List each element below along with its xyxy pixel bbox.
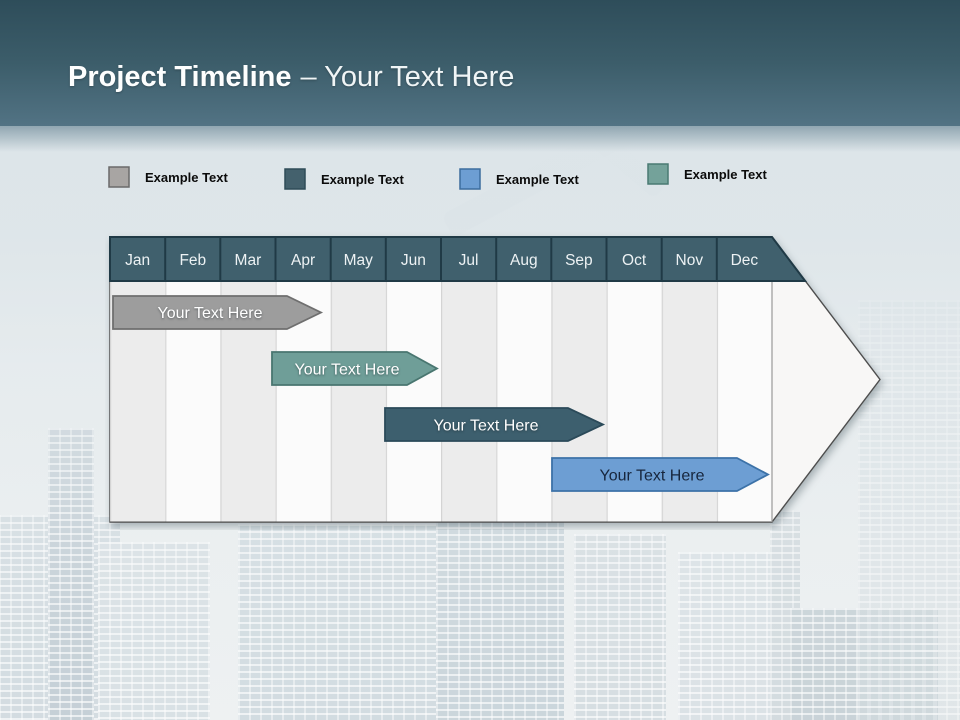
legend-item: Example Text (647, 163, 767, 185)
month-label: May (344, 252, 374, 269)
gantt-bar (271, 351, 439, 386)
gantt-bar-label: Your Text Here (295, 362, 400, 379)
month-label: Jan (125, 252, 150, 269)
month-header-grid (164, 237, 718, 281)
month-label: Jul (459, 252, 479, 269)
timeline-chart: Jan Feb Mar Apr May Jun Jul Aug Sep Oct … (109, 236, 881, 523)
legend-label: Example Text (496, 171, 579, 187)
gantt-bar (384, 407, 606, 442)
legend-item: Example Text (459, 168, 579, 190)
month-label: Feb (179, 252, 206, 269)
color-swatch-icon (647, 163, 669, 185)
header-band-fade (0, 126, 960, 152)
legend-item: Example Text (108, 166, 228, 188)
month-header-labels: Jan Feb Mar Apr May Jun Jul Aug Sep Oct … (125, 252, 758, 269)
title-bold: Project Timeline (68, 61, 292, 93)
gantt-bar-label: Your Text Here (600, 468, 705, 485)
title-regular: – Your Text Here (300, 61, 515, 93)
legend-label: Example Text (321, 171, 404, 187)
legend-label: Example Text (145, 169, 228, 185)
gantt-bar-label: Your Text Here (434, 418, 539, 435)
month-label: Aug (510, 252, 538, 269)
color-swatch-icon (459, 168, 481, 190)
month-label: Apr (291, 252, 315, 269)
month-label: Oct (622, 252, 647, 269)
color-swatch-icon (284, 168, 306, 190)
page-title: Project Timeline– Your Text Here (68, 61, 515, 94)
legend-label: Example Text (684, 166, 767, 182)
month-label: Mar (235, 252, 262, 269)
month-label: Dec (731, 252, 759, 269)
month-label: Sep (565, 252, 593, 269)
month-label: Jun (401, 252, 426, 269)
gantt-bar-label: Your Text Here (158, 305, 263, 322)
month-label: Nov (676, 252, 704, 269)
legend-item: Example Text (284, 168, 404, 190)
color-swatch-icon (108, 166, 130, 188)
gantt-bar (112, 295, 324, 330)
header-band (0, 0, 960, 126)
gantt-bar (551, 457, 770, 492)
